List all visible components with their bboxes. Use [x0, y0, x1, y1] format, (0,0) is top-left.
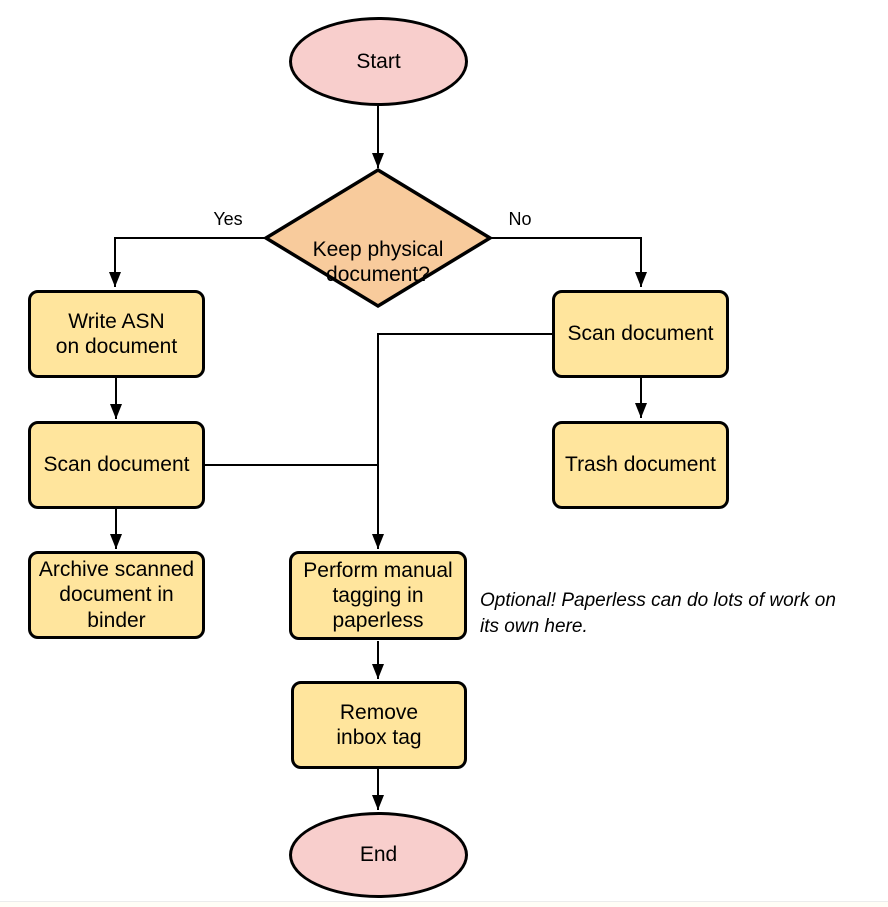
node-archive-scanned-document: Archive scanned document in binder — [28, 551, 205, 639]
node-end-label: End — [359, 843, 398, 867]
edge-label-no: No — [508, 209, 532, 229]
edge-scan-right-to-tagging — [372, 333, 552, 549]
node-decision-keep-physical-document: Keep physical document? — [286, 212, 470, 288]
annotation-optional-note: Optional! Paperless can do lots of work … — [480, 590, 836, 637]
page-bottom-strip — [0, 902, 888, 907]
node-tagging-label: Perform manual tagging in paperless — [303, 558, 453, 633]
edge-decision-yes-to-write-asn — [109, 237, 266, 287]
decision-diamond-shape — [262, 167, 494, 309]
page-bottom-divider — [0, 901, 888, 902]
node-trash-label: Trash document — [565, 453, 716, 477]
edge-label-yes: Yes — [213, 209, 243, 229]
node-remove-label: Remove inbox tag — [336, 700, 422, 749]
node-perform-manual-tagging: Perform manual tagging in paperless — [289, 551, 467, 640]
node-archive-label: Archive scanned document in binder — [38, 558, 195, 632]
node-remove-inbox-tag: Remove inbox tag — [291, 681, 467, 769]
node-scan-document-right: Scan document — [552, 290, 729, 378]
edge-decision-no-to-scan-right — [490, 237, 647, 287]
node-end: End — [289, 812, 468, 898]
node-write-asn-on-document: Write ASN on document — [28, 290, 205, 378]
node-start: Start — [289, 17, 468, 106]
node-scan-right-label: Scan document — [567, 322, 714, 346]
node-scan-document-left: Scan document — [28, 421, 205, 509]
node-write-asn-label: Write ASN on document — [55, 309, 178, 358]
node-decision-label: Keep physical document? — [312, 238, 444, 287]
node-trash-document: Trash document — [552, 421, 729, 509]
node-scan-left-label: Scan document — [43, 453, 190, 477]
node-start-label: Start — [356, 49, 401, 73]
